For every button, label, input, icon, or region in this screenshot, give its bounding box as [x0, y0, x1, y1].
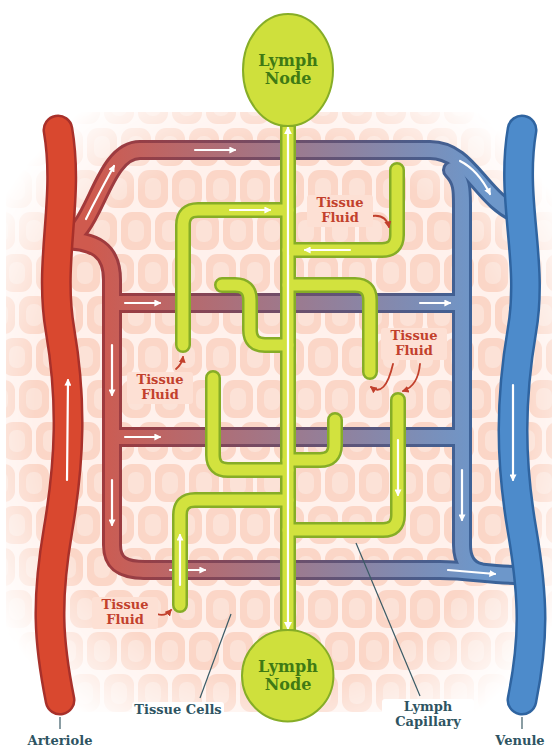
lymph-flow-arrow	[397, 440, 399, 495]
lymph-vessel-outline	[183, 210, 288, 345]
venule-label: Venule	[493, 733, 546, 750]
lymph-vessel-outline	[288, 420, 335, 460]
flow-arrow	[86, 166, 114, 219]
lymph-vessel	[288, 420, 335, 460]
flow-arrow	[448, 570, 495, 574]
fluid-arrow	[371, 364, 393, 390]
tissue-fluid-label: Tissue Fluid	[381, 328, 447, 360]
connectors	[287, 127, 288, 629]
tissue-cells-label: Tissue Cells	[132, 702, 223, 719]
lymph-vessel	[183, 210, 288, 345]
lymph-vessel-outline	[213, 378, 288, 470]
lymph-node: Lymph Node	[242, 13, 334, 127]
lymph-flow-arrow	[230, 209, 270, 211]
fluid-arrow	[157, 610, 171, 615]
lymph-vessel-outline	[288, 170, 397, 250]
lymph-vessel	[180, 500, 288, 605]
flow-arrow	[125, 302, 160, 304]
tissue-fluid-label: Tissue Fluid	[127, 372, 193, 404]
lymph-capillaries	[180, 120, 398, 640]
capillary-outline	[452, 170, 480, 572]
lymph-vessel-outline	[280, 120, 296, 640]
capillary-tube	[145, 570, 520, 575]
arteriole-outline	[50, 130, 68, 700]
capillary-outline	[145, 570, 520, 575]
lymph-flow-arrow	[179, 535, 181, 585]
fluid-arrow	[403, 364, 420, 391]
leader-line	[521, 717, 522, 729]
lymph-vessel	[222, 285, 288, 345]
tissue-fluid-label: Tissue Fluid	[307, 195, 373, 227]
arteriole-label: Arteriole	[26, 733, 95, 750]
lymph-vessel	[288, 170, 397, 250]
flow-arrow	[111, 480, 113, 525]
flow-arrow	[125, 436, 160, 438]
flow-arrow	[111, 345, 113, 395]
lymph-vessel-outline	[180, 500, 288, 605]
flow-arrow	[512, 385, 514, 480]
lymph-vessel	[213, 378, 288, 470]
lymph-vessel-connector	[287, 127, 288, 629]
lymph-vessel-outline	[288, 285, 370, 372]
lymph-vessel-outline	[288, 400, 398, 530]
lymph-node-outline	[243, 14, 333, 126]
lymph-capillary-label: Lymph Capillary	[382, 699, 474, 731]
venule-outline	[513, 130, 531, 700]
flow-arrow	[461, 470, 463, 520]
lymph-vessel	[282, 127, 293, 629]
leader-line	[200, 614, 231, 698]
node-label: Lymph Node	[252, 658, 324, 695]
leader-line	[59, 717, 60, 729]
tissue-fluid-label: Tissue Fluid	[92, 597, 158, 629]
flow-arrow	[420, 302, 450, 304]
lymph-vessel	[288, 285, 370, 372]
flow-connector	[287, 127, 289, 629]
fluid-arrow	[176, 357, 183, 369]
flow-arrow	[460, 161, 490, 194]
flow-arrow	[67, 380, 68, 480]
lymph-vessel-outline	[222, 285, 288, 345]
lymph-flow-arrow	[305, 249, 350, 251]
fluid-arrow	[372, 216, 389, 227]
lymph-vessel	[288, 400, 398, 530]
flow-arrow	[195, 149, 235, 151]
tissue-cells-ground	[6, 112, 552, 712]
arteriole-vessel	[50, 130, 68, 700]
leader-line	[356, 543, 420, 696]
lymph-node: Lymph Node	[241, 629, 334, 722]
venule-vessel	[513, 130, 531, 700]
lymph-node-outline	[242, 630, 333, 721]
node-label: Lymph Node	[252, 52, 324, 89]
capillary-tube	[452, 170, 480, 572]
